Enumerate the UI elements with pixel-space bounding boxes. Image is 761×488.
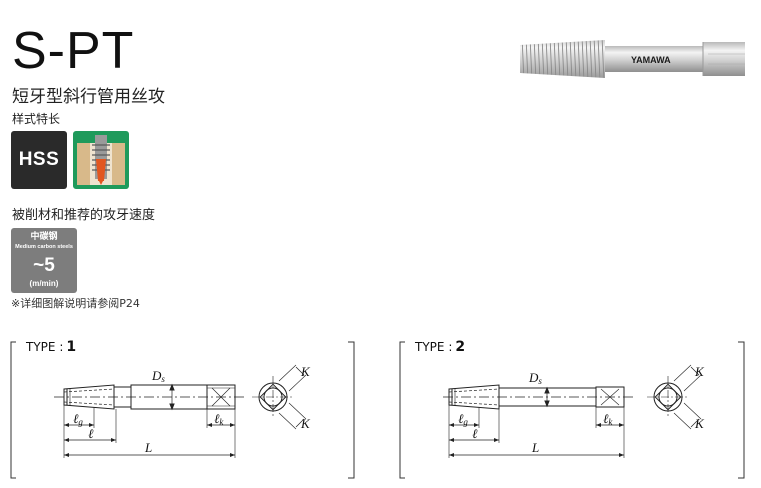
- tapping-application-icon: [73, 131, 129, 189]
- cutting-speed-box: 中碳钢 Medium carbon steels ~5 (m/min): [11, 228, 77, 293]
- speed-value: ~5: [11, 255, 77, 277]
- type2-drawing: Ds ℓg ℓ ℓk L K K: [443, 364, 705, 458]
- type1-label: TYPE :1: [26, 339, 77, 355]
- product-subtitle: 短牙型斜行管用丝攻: [12, 87, 165, 107]
- lg-label: ℓg: [73, 411, 83, 427]
- lk-label: ℓk: [214, 411, 224, 427]
- diagram-frames: [10, 341, 745, 479]
- type2-label: TYPE :2: [415, 339, 466, 355]
- speed-tilde: ~: [33, 255, 45, 276]
- k-label-top: K: [300, 364, 311, 379]
- overall-length-label: L: [144, 440, 152, 455]
- feature-label: 样式特长: [12, 112, 61, 126]
- ds-label: Ds: [151, 368, 165, 384]
- material-label-en: Medium carbon steels: [15, 244, 73, 250]
- hss-badge: HSS: [11, 131, 67, 189]
- k-label-top: K: [694, 364, 705, 379]
- overall-length-label: L: [531, 440, 539, 455]
- product-title: S-PT: [12, 22, 135, 80]
- ds-label: Ds: [528, 370, 542, 386]
- k-label-bottom: K: [300, 416, 311, 431]
- speed-unit: (m/min): [29, 279, 59, 288]
- l-label: ℓ: [88, 426, 94, 441]
- material-label: 中碳钢: [30, 232, 58, 242]
- brand-marking: YAMAWA: [631, 55, 671, 65]
- tap-product-image: YAMAWA: [520, 40, 745, 78]
- k-label-bottom: K: [694, 416, 705, 431]
- lk-label: ℓk: [603, 411, 613, 427]
- cutting-speed-heading: 被削材和推荐的攻牙速度: [12, 208, 156, 223]
- footnote: ※详细图解说明请参阅P24: [11, 297, 140, 310]
- lg-label: ℓg: [458, 411, 468, 427]
- type1-drawing: Ds ℓg ℓ ℓk L K K: [54, 364, 311, 458]
- speed-number: 5: [44, 255, 55, 276]
- l-label: ℓ: [472, 426, 478, 441]
